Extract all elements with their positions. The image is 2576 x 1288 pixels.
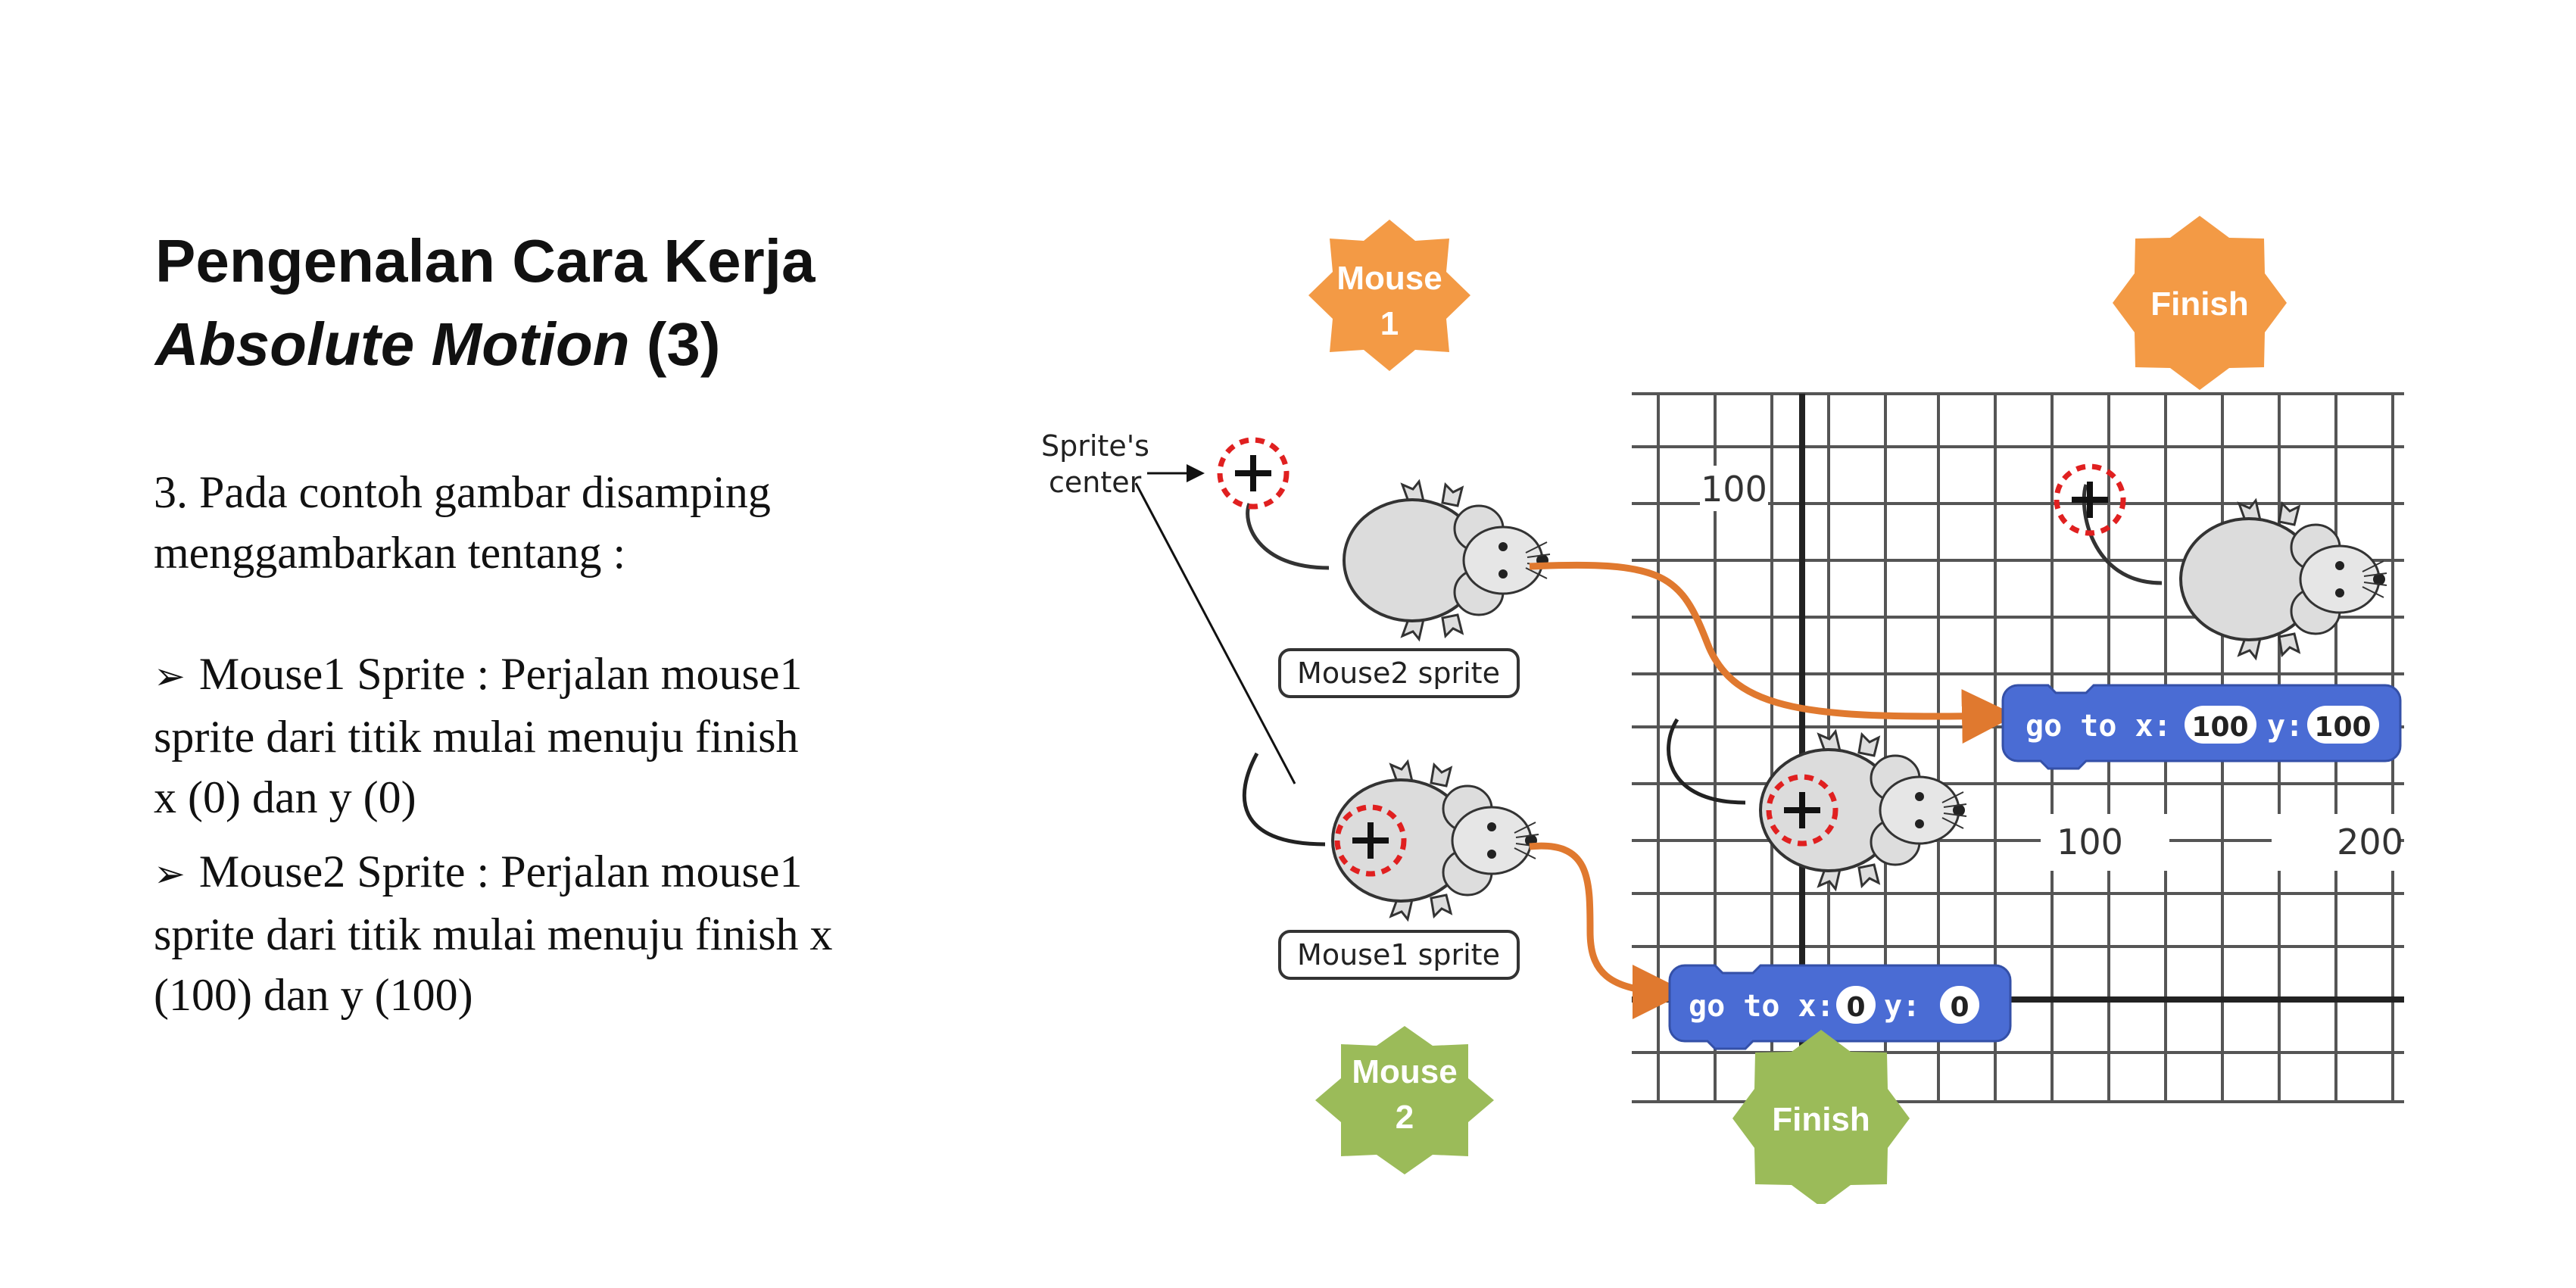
star-mouse1: Mouse 1: [1308, 220, 1470, 371]
mouse-at-100-100: [2057, 466, 2388, 660]
star-mouse1-line2: 1: [1380, 305, 1399, 342]
goto-text: go to x:: [1689, 989, 1835, 1024]
intro-line-2: menggambarkan tentang :: [154, 528, 626, 578]
label-bg: [2041, 814, 2169, 871]
x-value-field: 100: [2191, 712, 2248, 743]
y-text: y:: [2267, 709, 2303, 744]
x-value-field: 0: [1846, 992, 1865, 1023]
goto-block-0-0: go to x: 0 y: 0: [1668, 964, 2012, 1050]
sprite-center-label-2: center: [1049, 466, 1142, 499]
mouse1-sprite-tag: [1278, 930, 1520, 980]
bullet-1-line-1: Mouse1 Sprite : Perjalan mouse1: [198, 649, 803, 699]
bullet-arrow-icon: ➢: [154, 654, 186, 698]
grid-label-x200: 200: [2337, 822, 2403, 862]
slide-body: 3. Pada contoh gambar disamping menggamb…: [154, 462, 971, 1025]
grid-label-x100: 100: [2057, 822, 2123, 862]
star-finish-top-label: Finish: [2150, 285, 2249, 323]
bullet-mouse1: ➢ Mouse1 Sprite : Perjalan mouse1 sprite …: [154, 644, 971, 828]
label-bg: [2272, 814, 2400, 871]
star-mouse2-line1: Mouse: [1352, 1053, 1457, 1090]
y-value-field: 100: [2314, 712, 2371, 743]
mouse2-sprite: [1220, 440, 1552, 641]
star-mouse1-line1: Mouse: [1336, 260, 1442, 297]
bullet-mouse2: ➢ Mouse2 Sprite : Perjalan mouse1 sprite …: [154, 841, 971, 1025]
mouse1-sprite: [1242, 752, 1540, 921]
mouse2-sprite-tag: [1278, 648, 1520, 698]
label-bg: [1700, 466, 1768, 511]
bullet-1-line-2: sprite dari titik mulai menuju finish: [154, 712, 799, 762]
star-mouse2-line2: 2: [1396, 1099, 1414, 1136]
mouse1-sprite-label: Mouse1 sprite: [1297, 938, 1500, 971]
intro-line-1: 3. Pada contoh gambar disamping: [154, 467, 771, 517]
star-finish-top: Finish: [2113, 216, 2287, 390]
bullet-2-line-1: Mouse2 Sprite : Perjalan mouse1: [198, 847, 803, 897]
bullet-arrow-icon: ➢: [154, 852, 186, 896]
y-text: y:: [1884, 989, 1920, 1024]
bullet-2-line-3: (100) dan y (100): [154, 970, 473, 1020]
absolute-motion-figure: 100 100 200 Sprite's center Mouse2 sprit…: [1041, 216, 2404, 1204]
title-italic: Absolute Motion: [155, 310, 630, 378]
sprite-center-pointer: [1134, 482, 1296, 784]
mouse-at-origin: [1667, 718, 1968, 890]
bullet-1-line-3: x (0) dan y (0): [154, 772, 416, 822]
bullet-2-line-2: sprite dari titik mulai menuju finish x: [154, 909, 833, 959]
grid-label-y100: 100: [1701, 469, 1767, 510]
arrow-to-origin: [1529, 842, 1687, 1019]
star-finish-bottom: Finish: [1732, 1030, 1910, 1204]
star-mouse2: Mouse 2: [1315, 1026, 1494, 1174]
goto-text: go to x:: [2026, 709, 2172, 744]
slide-title: Pengenalan Cara Kerja Absolute Motion (3…: [155, 220, 815, 386]
y-value-field: 0: [1950, 992, 1969, 1023]
title-line-2: Absolute Motion (3): [155, 303, 815, 386]
sprite-center-label-1: Sprite's: [1041, 429, 1149, 463]
title-suffix: (3): [629, 310, 721, 378]
title-line-1: Pengenalan Cara Kerja: [155, 227, 816, 295]
star-finish-bottom-label: Finish: [1772, 1101, 1870, 1138]
mouse2-sprite-label: Mouse2 sprite: [1297, 656, 1500, 690]
intro-paragraph: 3. Pada contoh gambar disamping menggamb…: [154, 462, 971, 583]
goto-block-100-100: go to x: 100 y: 100: [2001, 684, 2402, 770]
arrow-to-100-100: [1529, 561, 2016, 744]
